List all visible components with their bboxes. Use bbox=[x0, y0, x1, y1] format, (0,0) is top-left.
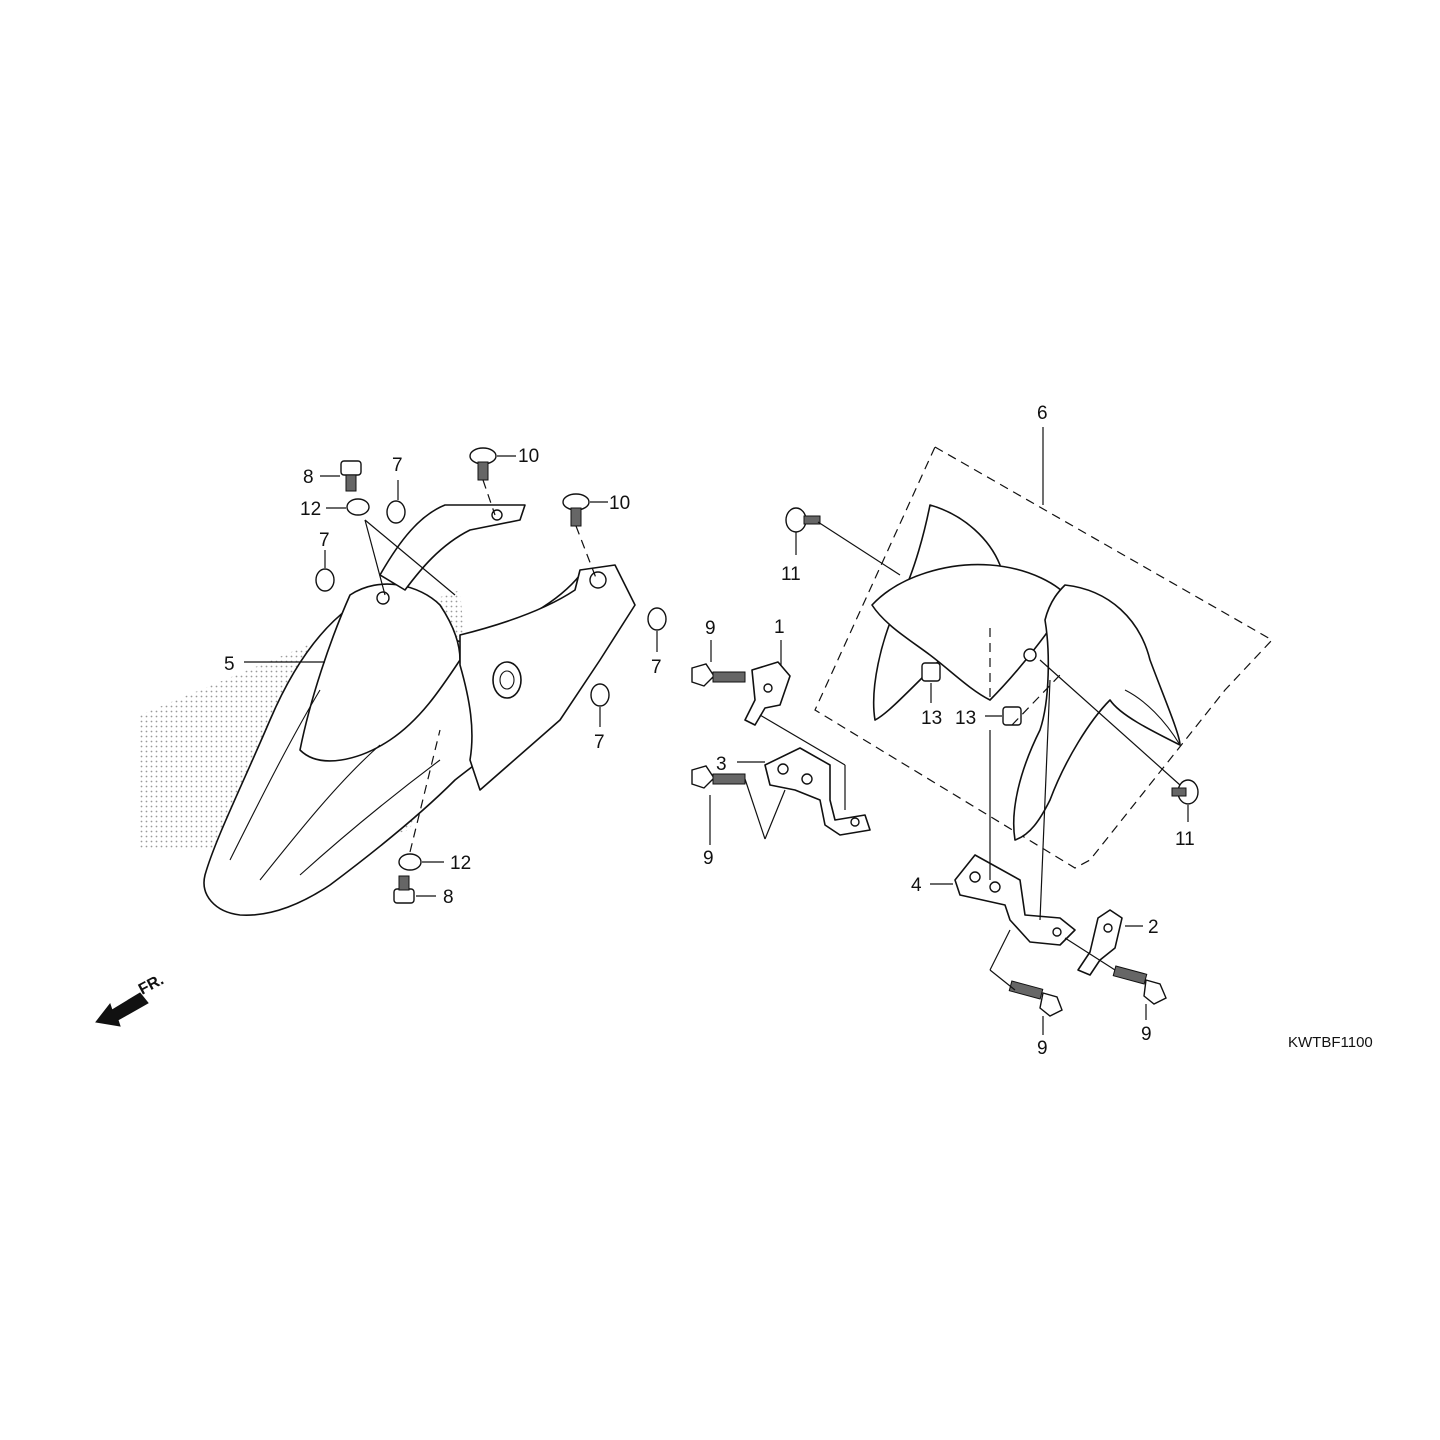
rear-fender-mount-hole bbox=[376, 591, 390, 605]
diagram-code: KWTBF1100 bbox=[1288, 1034, 1373, 1051]
rear-fender-upper-bracket bbox=[379, 504, 526, 591]
rear-fender-recess bbox=[299, 583, 461, 762]
rear-fender-contour bbox=[259, 744, 381, 881]
callout-part-8: 8 bbox=[303, 467, 314, 488]
screw-11-bottom bbox=[1171, 779, 1199, 805]
bracket-hole bbox=[969, 871, 981, 883]
rear-fender-grommet-hole bbox=[492, 661, 522, 699]
callout-part-7: 7 bbox=[594, 732, 605, 753]
clip-nut-13 bbox=[1002, 706, 1022, 726]
callout-part-7: 7 bbox=[392, 455, 403, 476]
bracket-hole bbox=[777, 763, 789, 775]
rear-fender-contour bbox=[299, 759, 441, 876]
callout-part-11: 11 bbox=[1175, 829, 1195, 850]
front-fender-right-fin bbox=[1012, 584, 1181, 841]
callout-part-3: 3 bbox=[716, 754, 727, 775]
bolt-8-top bbox=[340, 460, 362, 492]
callout-labels: 1 2 3 4 5 6 7 7 7 7 8 8 9 9 9 9 10 10 11… bbox=[224, 403, 1195, 1059]
bolt-9-upper bbox=[691, 663, 746, 687]
callout-part-6: 6 bbox=[1037, 403, 1048, 424]
collar-12-top bbox=[346, 498, 370, 516]
bracket-hole bbox=[989, 881, 1001, 893]
screw-11-top bbox=[785, 507, 821, 533]
callout-part-12: 12 bbox=[300, 499, 321, 520]
collar-12-bottom bbox=[398, 853, 422, 871]
callout-part-10: 10 bbox=[518, 446, 539, 467]
front-fender-edge bbox=[1124, 689, 1181, 746]
callout-part-12: 12 bbox=[450, 853, 471, 874]
bracket-hole bbox=[850, 817, 860, 827]
callout-part-1: 1 bbox=[774, 617, 785, 638]
rear-fender-mount-hole bbox=[589, 571, 607, 589]
callout-part-9: 9 bbox=[703, 848, 714, 869]
arrow-left-icon bbox=[95, 992, 149, 1027]
callout-part-10: 10 bbox=[609, 493, 630, 514]
bolt-9-lower-right bbox=[1112, 965, 1167, 1005]
bracket-hole bbox=[1052, 927, 1062, 937]
grommet-7 bbox=[386, 500, 406, 524]
front-fender-mount-hole bbox=[1023, 648, 1037, 662]
bracket-hole bbox=[1103, 923, 1113, 933]
bolt-9-lower-left bbox=[1008, 980, 1063, 1017]
rear-fender-grommet-hole-inner bbox=[499, 670, 515, 690]
bracket-part-1 bbox=[744, 661, 791, 726]
callout-part-9: 9 bbox=[1141, 1024, 1152, 1045]
rear-fender-side-panel bbox=[459, 564, 636, 791]
bracket-part-3 bbox=[764, 747, 871, 836]
front-direction-indicator: FR. bbox=[95, 971, 167, 1027]
callout-part-9: 9 bbox=[1037, 1038, 1048, 1059]
grommet-7 bbox=[315, 568, 335, 592]
callout-part-13: 13 bbox=[921, 708, 942, 729]
screw-10-right bbox=[562, 493, 590, 527]
callout-part-13: 13 bbox=[955, 708, 976, 729]
front-fender-assembly-box bbox=[814, 446, 1273, 869]
screw-10-top bbox=[469, 447, 497, 481]
bracket-part-4 bbox=[954, 854, 1076, 946]
callout-part-7: 7 bbox=[651, 657, 662, 678]
clip-nut-13 bbox=[921, 662, 941, 682]
callout-part-8: 8 bbox=[443, 887, 454, 908]
bracket-hole bbox=[801, 773, 813, 785]
bolt-9-middle bbox=[691, 765, 746, 789]
callout-part-7: 7 bbox=[319, 530, 330, 551]
front-fender bbox=[814, 446, 1273, 869]
grommet-7 bbox=[647, 607, 667, 631]
callout-part-5: 5 bbox=[224, 654, 235, 675]
bracket-hole bbox=[763, 683, 773, 693]
bracket-part-2 bbox=[1077, 909, 1123, 976]
callout-part-9: 9 bbox=[705, 618, 716, 639]
callout-part-11: 11 bbox=[781, 564, 801, 585]
callout-part-4: 4 bbox=[911, 875, 922, 896]
rear-fender-contour bbox=[229, 689, 321, 861]
grommet-7 bbox=[590, 683, 610, 707]
leader-lines bbox=[244, 427, 1189, 1035]
rear-fender bbox=[140, 504, 636, 916]
bolt-8-bottom bbox=[393, 875, 415, 904]
callout-part-2: 2 bbox=[1148, 917, 1159, 938]
